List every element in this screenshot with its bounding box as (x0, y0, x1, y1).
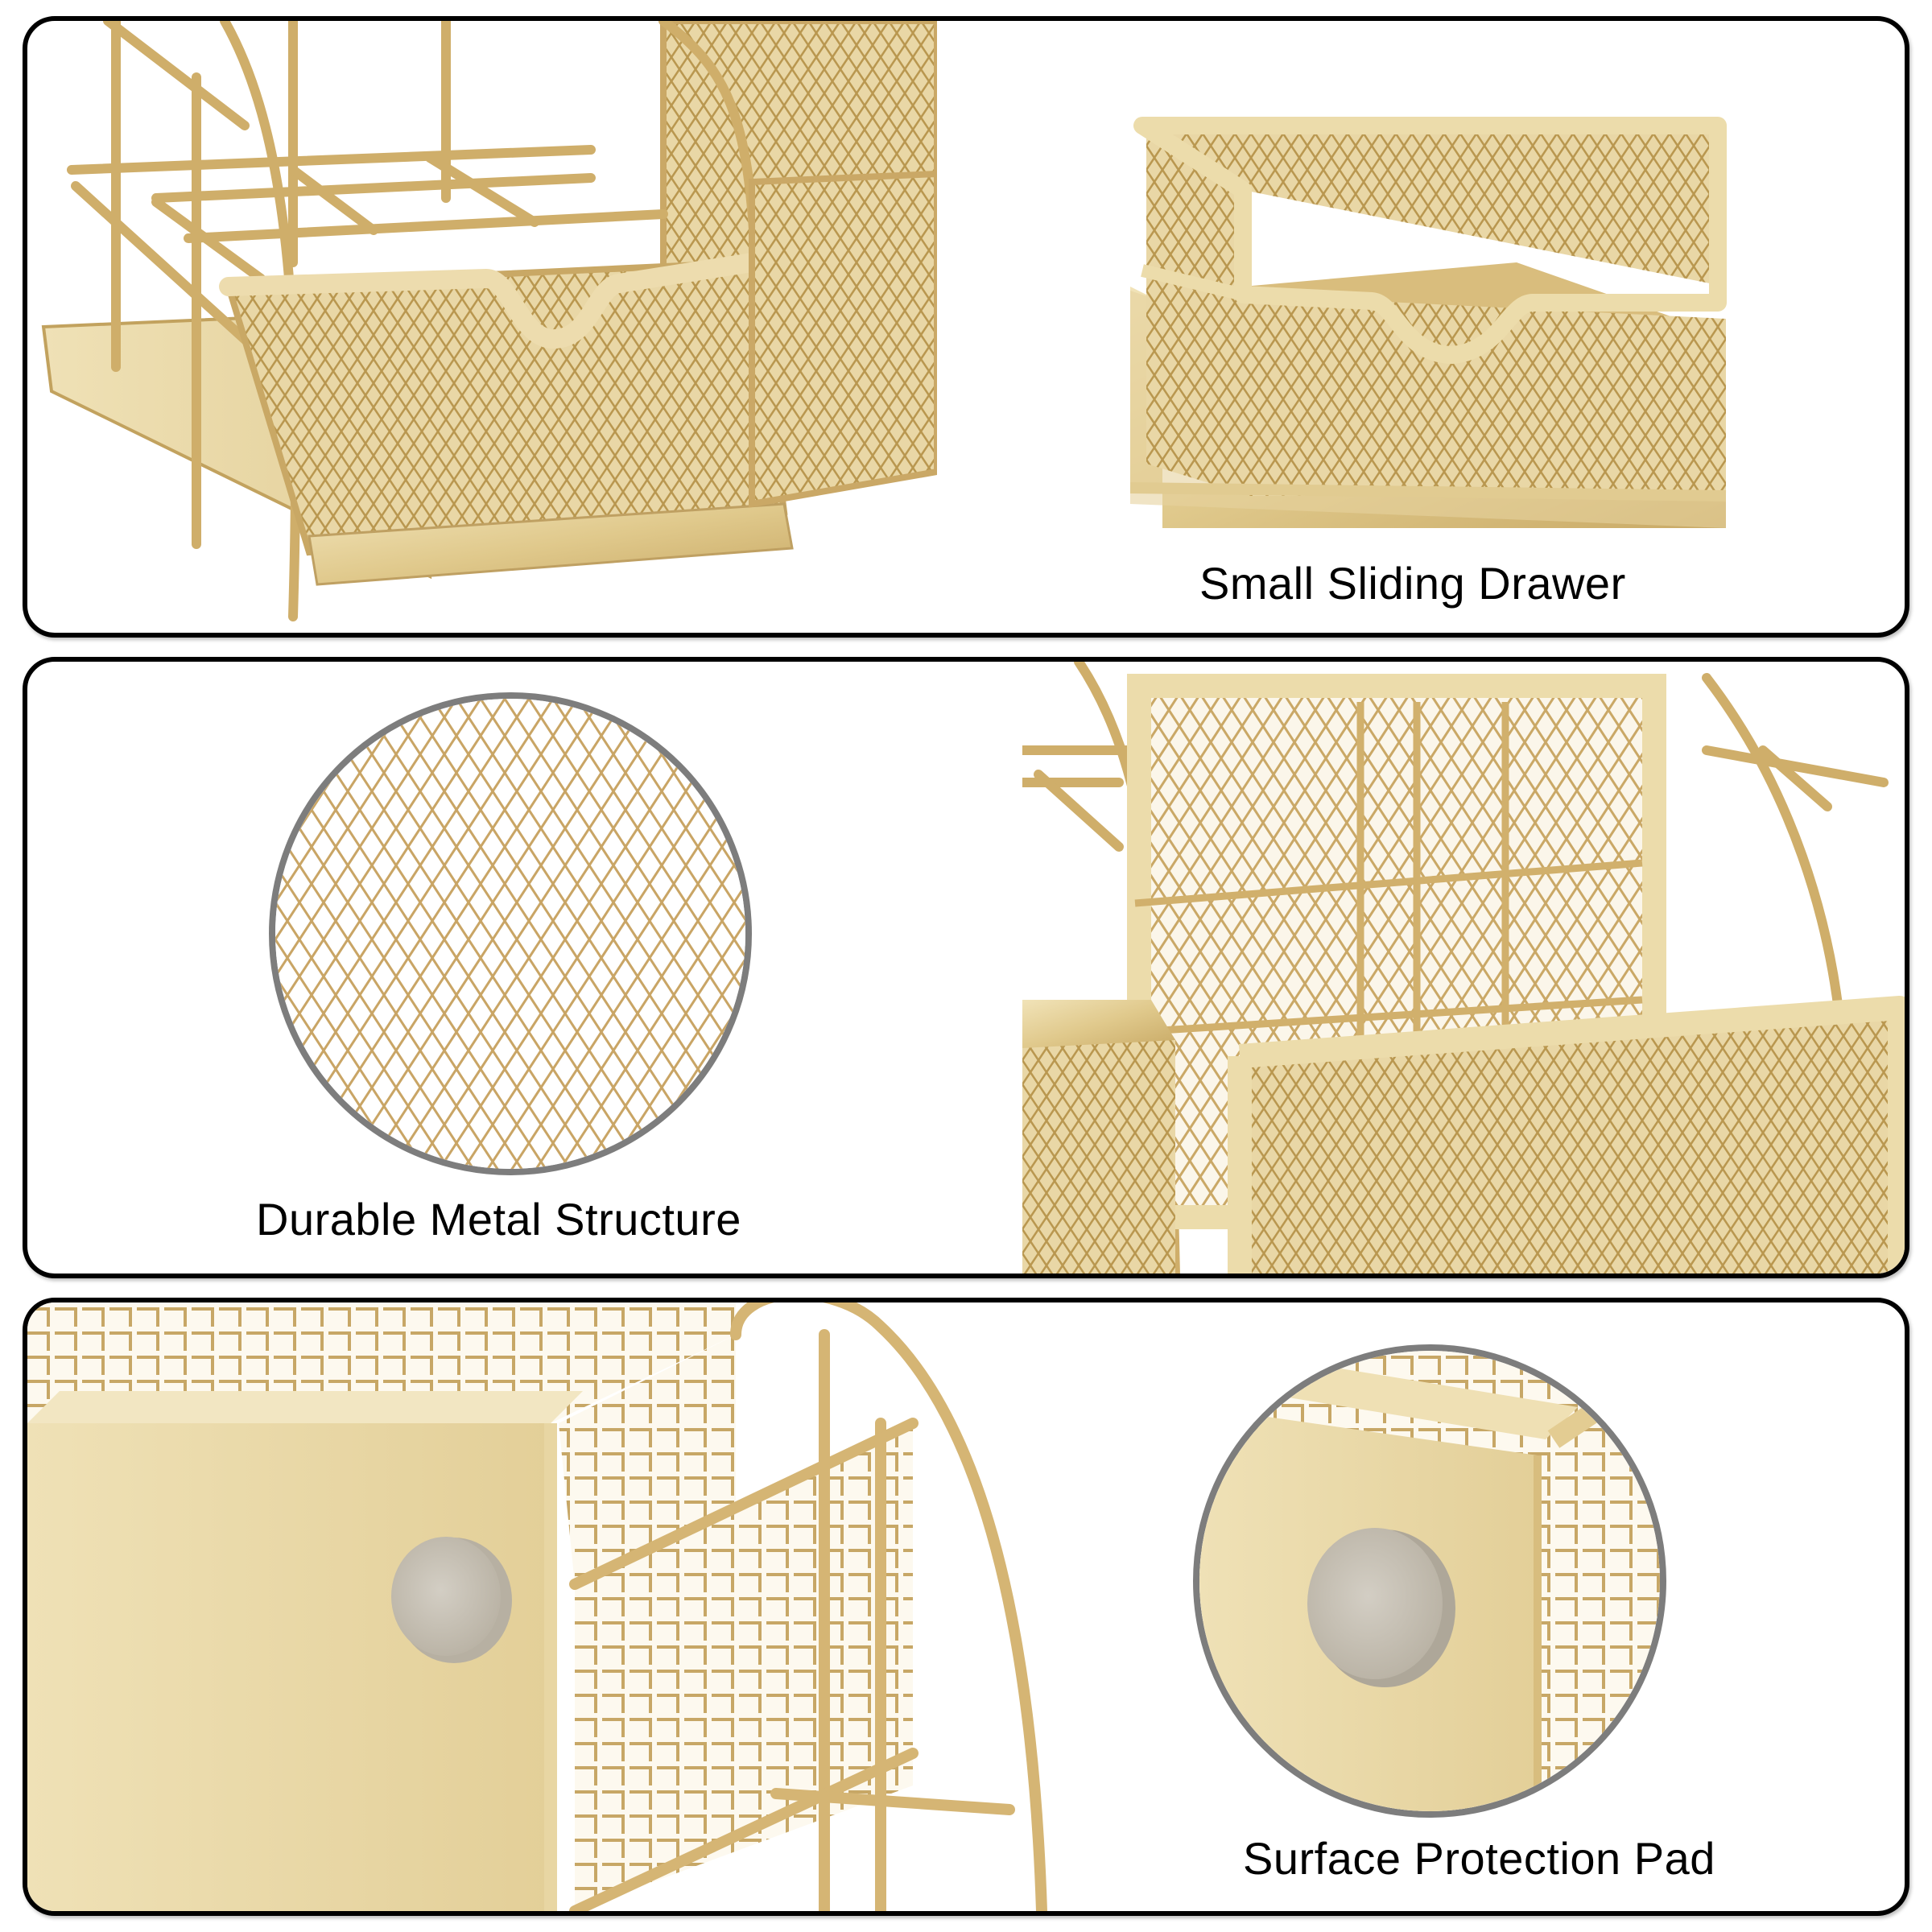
organizer-side-with-pad-image (27, 1302, 1106, 1911)
organizer-with-drawer-image (27, 21, 937, 633)
organizer-file-holder-image (1022, 662, 1905, 1274)
caption-durable-metal-structure: Durable Metal Structure (256, 1194, 741, 1245)
caption-surface-protection-pad: Surface Protection Pad (1243, 1833, 1715, 1884)
panel-durable-metal-structure: Durable Metal Structure (23, 657, 1909, 1278)
panel-surface-protection-pad: Surface Protection Pad (23, 1298, 1909, 1916)
panel-small-sliding-drawer: Small Sliding Drawer (23, 16, 1909, 638)
mesh-closeup-circle (269, 692, 752, 1175)
sliding-drawer-image (1130, 109, 1758, 544)
caption-small-sliding-drawer: Small Sliding Drawer (1199, 558, 1626, 609)
protection-pad-closeup-circle (1193, 1344, 1666, 1818)
